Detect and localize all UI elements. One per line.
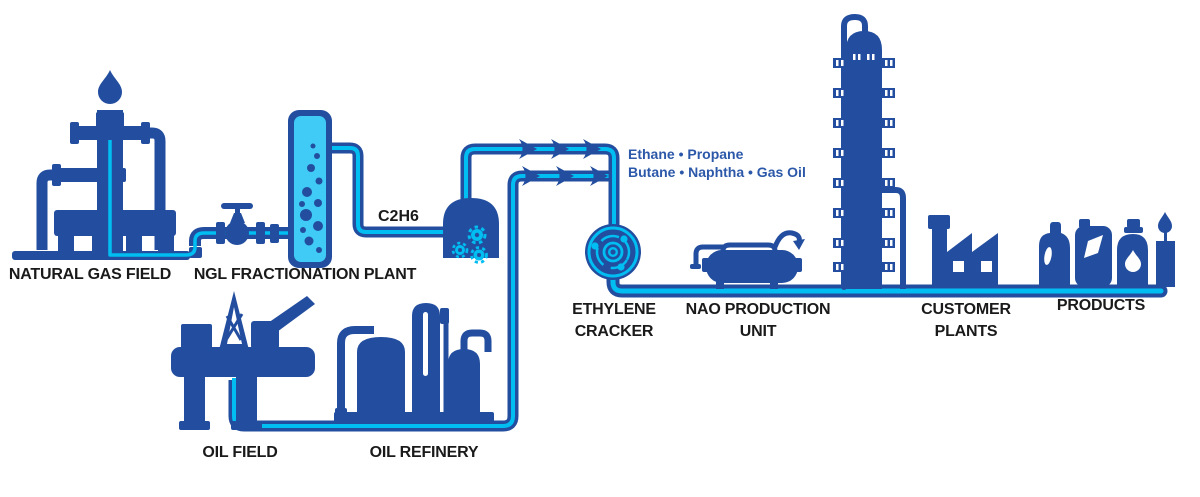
- label-ngl-plant: NGL FRACTIONATION PLANT: [194, 266, 417, 283]
- candle-icon: [1156, 212, 1175, 287]
- flame-icon: [98, 70, 122, 104]
- label-natural-gas-field: NATURAL GAS FIELD: [9, 266, 171, 283]
- label-ethylene-cracker-2: CRACKER: [575, 323, 654, 340]
- customer-plants-icon: [928, 215, 998, 286]
- distillation-tower-icon: [833, 14, 906, 290]
- jerry-can-icon: [1075, 219, 1112, 287]
- label-stream-bottom: Butane • Naphtha • Gas Oil: [628, 164, 806, 180]
- jug-icon: [1039, 222, 1070, 287]
- flow-arrows-icon: [519, 139, 608, 186]
- main-pipeline: [606, 256, 1168, 298]
- label-c2h6: C2H6: [378, 208, 419, 225]
- ngl-fractionation-column-icon: [288, 110, 332, 268]
- products-icon: [1039, 212, 1175, 287]
- bubbles-icon: [299, 143, 323, 253]
- pipe-gas-to-plant: [108, 140, 292, 258]
- label-nao-1: NAO PRODUCTION: [686, 301, 831, 318]
- oil-field-icon: [171, 291, 315, 430]
- label-oil-refinery: OIL REFINERY: [370, 444, 479, 461]
- label-nao-2: UNIT: [740, 323, 777, 340]
- crane-icon: [251, 296, 315, 349]
- label-customer-2: PLANTS: [935, 323, 998, 340]
- label-oil-field: OIL FIELD: [202, 444, 277, 461]
- pipe-c2h6: [330, 142, 452, 238]
- natural-gas-field-icon: [12, 70, 190, 260]
- ethane-vessel-icon: [443, 198, 499, 264]
- valve-icon: [216, 203, 279, 245]
- label-customer-1: CUSTOMER: [921, 301, 1011, 318]
- pipe-vessel-to-cracker: [460, 143, 620, 235]
- label-ethylene-cracker-1: ETHYLENE: [572, 301, 656, 318]
- nao-production-unit-icon: [690, 230, 805, 289]
- gear-icon: [451, 225, 488, 264]
- label-products: PRODUCTS: [1057, 297, 1146, 314]
- oil-refinery-icon: [334, 303, 494, 423]
- ethylene-cracker-icon: [585, 224, 641, 280]
- label-stream-top: Ethane • Propane: [628, 146, 744, 162]
- oil-bottle-icon: [1117, 219, 1148, 287]
